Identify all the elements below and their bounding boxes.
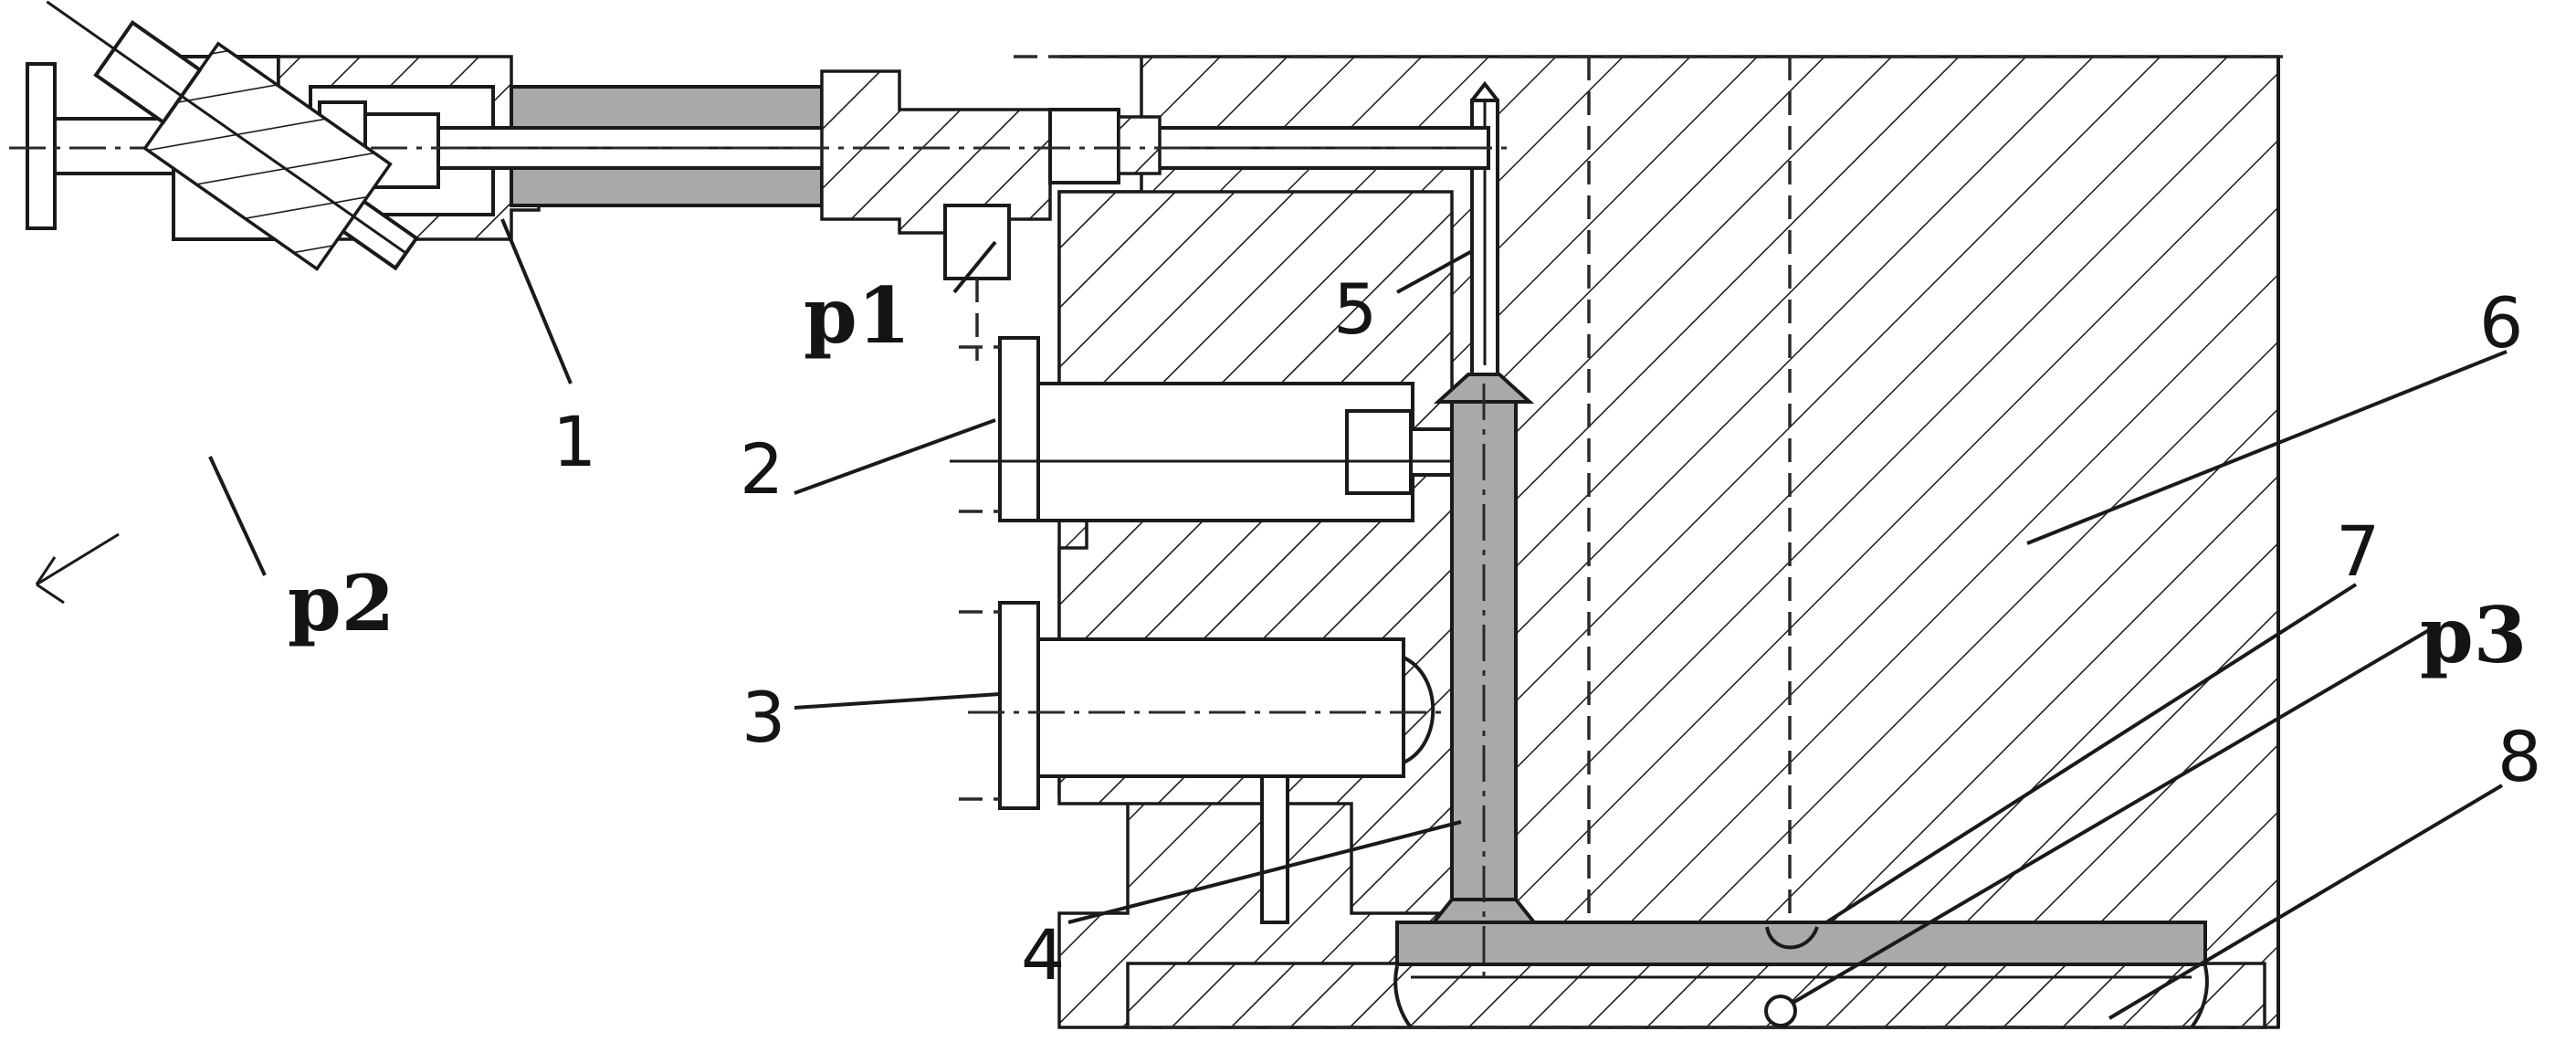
label-p1: p1 (804, 270, 910, 361)
label-7: 7 (2336, 510, 2380, 592)
label-p2: p2 (288, 558, 394, 648)
label-3: 3 (741, 677, 785, 758)
support-block (1057, 190, 1454, 915)
cylinder-3 (959, 601, 1447, 924)
label-1: 1 (552, 401, 596, 482)
cylinder-2 (950, 336, 1454, 522)
label-5: 5 (1333, 268, 1377, 350)
label-2: 2 (740, 428, 783, 510)
base-plate (1126, 962, 2269, 1029)
label-p3: p3 (2420, 590, 2527, 680)
label-8: 8 (2497, 716, 2541, 797)
angled-injector-tip (35, 532, 120, 605)
label-4: 4 (1021, 914, 1065, 995)
vertical-runner (1429, 373, 1539, 986)
leader-lines (208, 218, 2508, 1027)
angled-injector (46, 0, 419, 271)
bottom-channel (1393, 921, 2209, 1029)
label-6: 6 (2479, 282, 2523, 363)
labels: 1 2 3 4 5 6 7 8 p1 p2 p3 (288, 268, 2541, 995)
